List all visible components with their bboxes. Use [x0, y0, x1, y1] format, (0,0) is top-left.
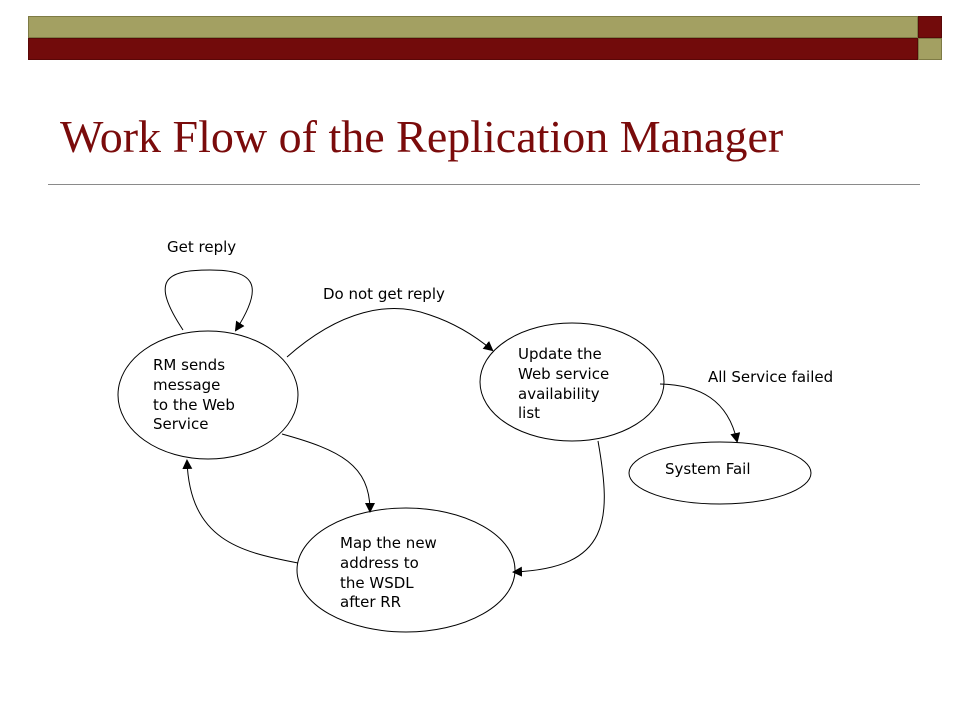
corner-square-olive: [918, 38, 942, 60]
node-label-rm-sends: RM sends message to the Web Service: [153, 356, 235, 435]
corner-square-maroon: [918, 16, 942, 38]
edge-rm-to-map: [281, 433, 375, 513]
header-bar-maroon: [28, 38, 918, 60]
edge-label-get-reply: Get reply: [167, 238, 237, 256]
node-label-line: address to: [340, 553, 419, 572]
node-label-line: Map the new: [340, 534, 437, 552]
node-label-system-fail: System Fail: [665, 460, 750, 480]
node-label-line: System Fail: [665, 460, 751, 478]
node-label-update-list: Update the Web service availability list: [518, 345, 609, 424]
title-divider: [48, 184, 920, 185]
node-label-line: after RR: [340, 593, 402, 612]
node-label-line: RM sends: [153, 356, 226, 374]
node-label-line: Service: [153, 415, 209, 434]
edge-map-to-rm: [182, 459, 299, 564]
node-label-map-address: Map the new address to the WSDL after RR: [340, 534, 437, 613]
edge-label-all-service-failed: All Service failed: [708, 368, 834, 386]
edge-label-do-not-get-reply: Do not get reply: [323, 285, 445, 303]
node-label-line: Update the: [518, 345, 602, 363]
node-system-fail: [628, 441, 812, 505]
node-label-line: availability: [518, 384, 600, 403]
node-label-line: Web service: [518, 364, 610, 383]
node-update-list: [479, 322, 665, 442]
node-label-line: message: [153, 375, 221, 394]
node-rm-sends: [117, 330, 299, 460]
header-bar-olive: [28, 16, 918, 38]
edge-do-not-get-reply: [286, 308, 494, 358]
edge-get-reply: [164, 269, 253, 332]
node-label-line: the WSDL: [340, 573, 414, 592]
edge-update-to-map: [512, 440, 605, 577]
edge-all-service-failed: [659, 383, 741, 443]
node-label-line: to the Web: [153, 395, 235, 414]
node-label-line: list: [518, 404, 541, 423]
slide-title: Work Flow of the Replication Manager: [60, 111, 784, 162]
